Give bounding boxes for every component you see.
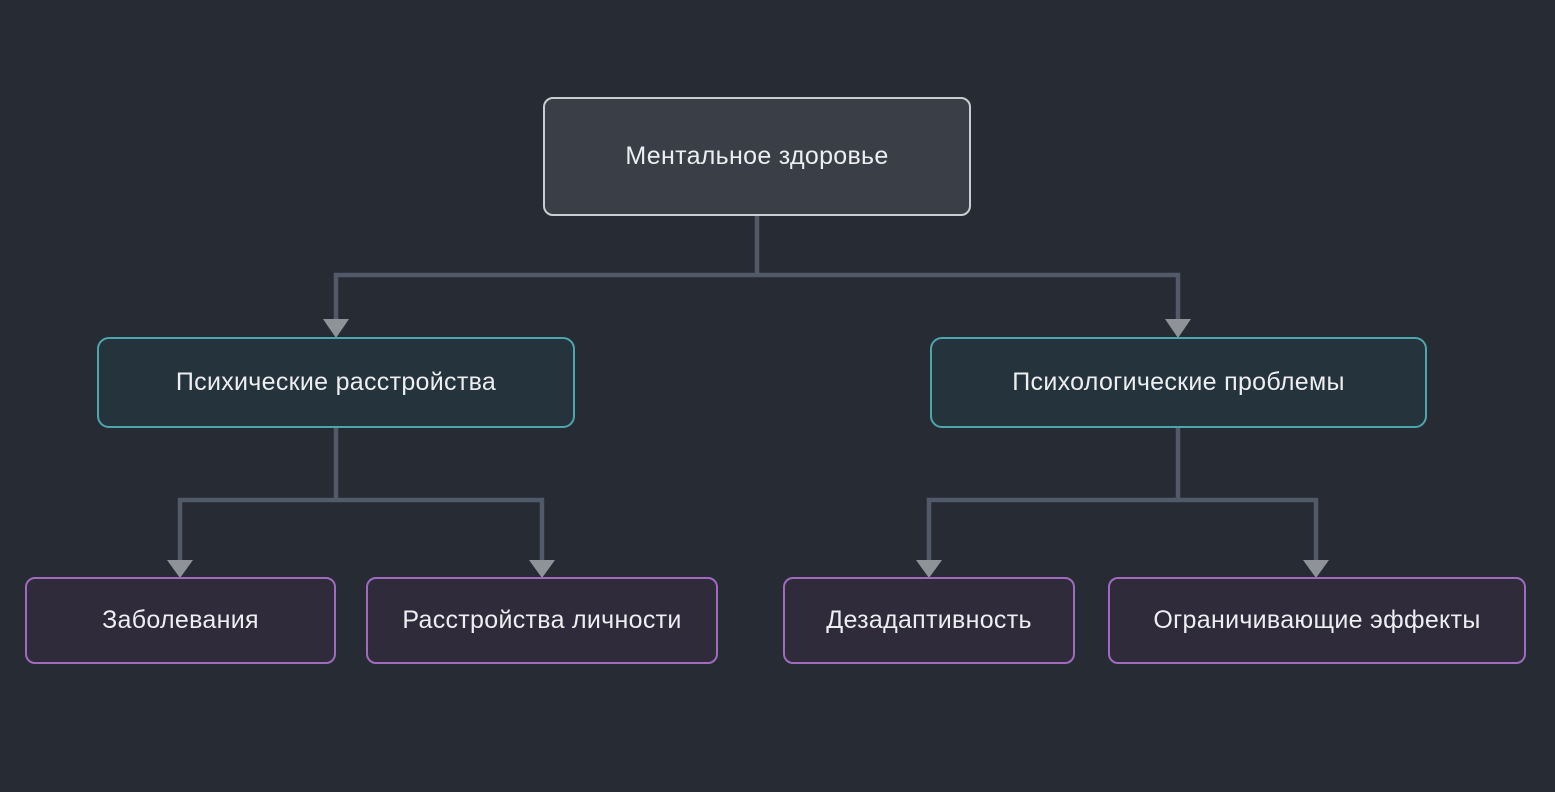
node-label: Дезадаптивность [826,606,1032,634]
arrow-down-icon [916,560,942,578]
arrow-down-icon [529,560,555,578]
node-personality-disorders[interactable]: Расстройства личности [366,577,718,664]
connector-line [333,272,1181,320]
node-mental-disorders[interactable]: Психические расстройства [97,337,575,428]
node-maladaptivity[interactable]: Дезадаптивность [783,577,1075,664]
node-diseases[interactable]: Заболевания [25,577,336,664]
node-label: Ментальное здоровье [625,142,889,170]
node-label: Психологические проблемы [1012,368,1345,396]
arrow-down-icon [1165,319,1191,338]
node-label: Психические расстройства [175,368,497,396]
node-label: Ограничивающие эффекты [1153,606,1481,634]
node-label: Расстройства личности [402,606,682,634]
node-label: Заболевания [102,606,259,634]
node-mental-health[interactable]: Ментальное здоровье [543,97,971,216]
arrow-down-icon [1303,560,1329,578]
connector-line [177,497,545,562]
node-limiting-effects[interactable]: Ограничивающие эффекты [1108,577,1526,664]
connector-line [926,497,1319,562]
arrow-down-icon [167,560,193,578]
node-psychological-problems[interactable]: Психологические проблемы [930,337,1427,428]
arrow-down-icon [323,319,349,338]
